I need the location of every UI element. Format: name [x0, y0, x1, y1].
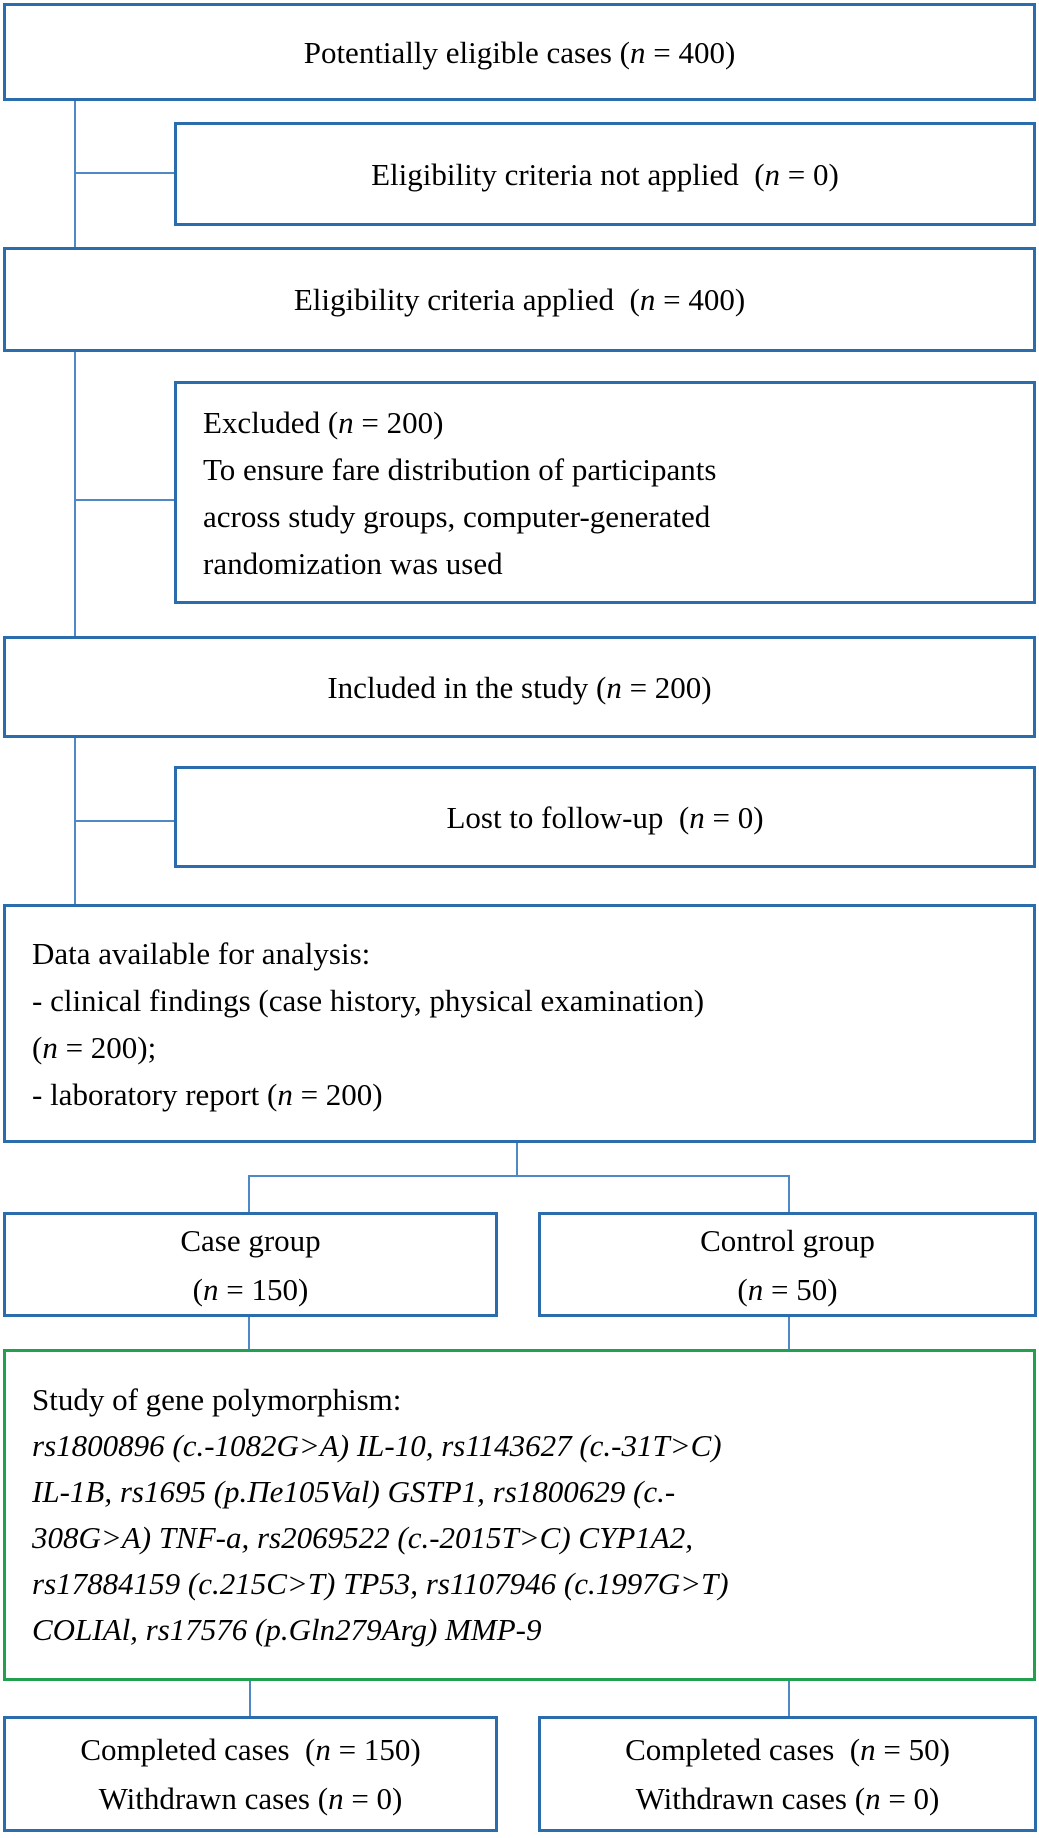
n-symbol: n	[328, 1781, 344, 1816]
gene-study-title: Study of gene polymorphism:	[32, 1382, 402, 1417]
gene-study-line-5: rs17884159 (c.215C>T) TP53, rs1107946 (c…	[32, 1566, 729, 1601]
data-available-line-3: (n = 200);	[32, 1024, 1019, 1071]
text-segment: = 200)	[353, 404, 444, 440]
text-segment: = 400)	[645, 34, 736, 70]
data-available-line-1: Data available for analysis:	[32, 935, 371, 971]
n-symbol: n	[42, 1029, 58, 1065]
box-completed-control: Completed cases (n = 50) Withdrawn cases…	[538, 1716, 1037, 1832]
gene-study-line-3: IL-1B, rs1695 (p.Пe105Val) GSTP1, rs1800…	[32, 1474, 676, 1509]
lost-followup-text: Lost to follow-up (n = 0)	[177, 794, 1033, 841]
text-segment: = 0)	[704, 799, 764, 835]
included-text: Included in the study (n = 200)	[6, 664, 1033, 711]
connector-branch-lost-followup	[74, 820, 175, 822]
text-segment: = 200)	[621, 669, 712, 705]
criteria-not-applied-text: Eligibility criteria not applied (n = 0)	[177, 151, 1033, 198]
excluded-line-3: across study groups, computer-generated	[203, 498, 711, 534]
n-symbol: n	[338, 404, 354, 440]
n-symbol: n	[629, 34, 646, 70]
completed-control-line-2: Withdrawn cases (n = 0)	[541, 1774, 1034, 1823]
excluded-line-2: To ensure fare distribution of participa…	[203, 451, 717, 487]
n-symbol: n	[639, 282, 656, 317]
box-completed-case: Completed cases (n = 150) Withdrawn case…	[3, 1716, 498, 1832]
connector-box3-box5	[74, 351, 76, 638]
box-included: Included in the study (n = 200)	[3, 636, 1036, 738]
text-segment: = 0)	[880, 1781, 940, 1816]
control-group-count: (n = 50)	[541, 1265, 1034, 1314]
box-criteria-applied: Eligibility criteria applied (n = 400)	[3, 247, 1036, 352]
text-segment: Potentially eligible cases (	[303, 34, 630, 70]
n-symbol: n	[764, 156, 781, 192]
connector-case-to-gene	[248, 1316, 250, 1350]
connector-split-horizontal	[248, 1175, 790, 1177]
text-segment: Excluded (	[203, 404, 339, 440]
completed-case-line-2: Withdrawn cases (n = 0)	[6, 1774, 495, 1823]
text-segment: Withdrawn cases (	[635, 1781, 866, 1816]
connector-branch-excluded	[74, 499, 175, 501]
text-segment: Lost to follow-up (	[446, 799, 690, 835]
connector-control-to-gene	[788, 1316, 790, 1350]
gene-study-line-6: COLIAl, rs17576 (p.Gln279Arg) MMP-9	[32, 1612, 542, 1647]
text-segment: = 50)	[763, 1271, 838, 1307]
connector-gene-to-completed-case	[249, 1679, 251, 1717]
completed-control-line-1: Completed cases (n = 50)	[541, 1725, 1034, 1774]
text-segment: Eligibility criteria applied (	[293, 282, 640, 317]
n-symbol: n	[860, 1732, 876, 1767]
box-gene-polymorphism: Study of gene polymorphism: rs1800896 (c…	[3, 1349, 1036, 1681]
case-group-title: Case group	[180, 1222, 321, 1258]
potentially-eligible-text: Potentially eligible cases (n = 400)	[6, 29, 1033, 76]
text-segment: = 50)	[875, 1732, 950, 1767]
data-available-line-2: - clinical findings (case history, physi…	[32, 982, 705, 1018]
box-potentially-eligible: Potentially eligible cases (n = 400)	[3, 3, 1036, 101]
box-excluded: Excluded (n = 200) To ensure fare distri…	[174, 381, 1036, 604]
text-segment: = 400)	[655, 282, 746, 317]
text-segment: = 200)	[292, 1076, 383, 1112]
text-segment: Withdrawn cases (	[98, 1781, 329, 1816]
gene-study-line-2: rs1800896 (c.-1082G>A) IL-10, rs1143627 …	[32, 1428, 722, 1463]
n-symbol: n	[277, 1076, 293, 1112]
completed-case-line-1: Completed cases (n = 150)	[6, 1725, 495, 1774]
box-control-group: Control group (n = 50)	[538, 1212, 1037, 1317]
connector-box1-box3	[74, 100, 76, 249]
text-segment: = 150)	[218, 1271, 309, 1307]
data-available-line-4: - laboratory report (n = 200)	[32, 1071, 1019, 1118]
box-data-available: Data available for analysis: - clinical …	[3, 904, 1036, 1143]
box-lost-followup: Lost to follow-up (n = 0)	[174, 766, 1036, 868]
connector-gene-to-completed-control	[788, 1679, 790, 1717]
connector-branch-not-applied	[74, 172, 175, 174]
case-group-count: (n = 150)	[6, 1265, 495, 1314]
text-segment: Eligibility criteria not applied (	[371, 156, 765, 192]
n-symbol: n	[315, 1732, 331, 1767]
connector-box7-split-stub	[516, 1141, 518, 1177]
criteria-applied-text: Eligibility criteria applied (n = 400)	[6, 276, 1033, 323]
text-segment: (	[737, 1271, 748, 1307]
text-segment: - laboratory report (	[32, 1076, 278, 1112]
n-symbol: n	[689, 799, 705, 835]
text-segment: Completed cases (	[80, 1732, 316, 1767]
text-segment: (	[192, 1271, 203, 1307]
n-symbol: n	[606, 669, 622, 705]
excluded-line-1: Excluded (n = 200)	[203, 399, 1019, 446]
text-segment: Included in the study (	[327, 669, 607, 705]
control-group-title: Control group	[700, 1222, 875, 1258]
connector-split-to-case	[248, 1175, 250, 1213]
text-segment: = 200);	[57, 1029, 157, 1065]
text-segment: (	[32, 1029, 43, 1065]
box-criteria-not-applied: Eligibility criteria not applied (n = 0)	[174, 122, 1036, 226]
box-case-group: Case group (n = 150)	[3, 1212, 498, 1317]
excluded-line-4: randomization was used	[203, 545, 503, 581]
gene-study-line-4: 308G>A) TNF-a, rs2069522 (c.-2015T>C) CY…	[32, 1520, 693, 1555]
connector-split-to-control	[788, 1175, 790, 1213]
n-symbol: n	[203, 1271, 219, 1307]
text-segment: = 0)	[780, 156, 839, 192]
text-segment: Completed cases (	[625, 1732, 861, 1767]
n-symbol: n	[865, 1781, 881, 1816]
text-segment: = 150)	[330, 1732, 421, 1767]
text-segment: = 0)	[343, 1781, 403, 1816]
n-symbol: n	[747, 1271, 764, 1307]
